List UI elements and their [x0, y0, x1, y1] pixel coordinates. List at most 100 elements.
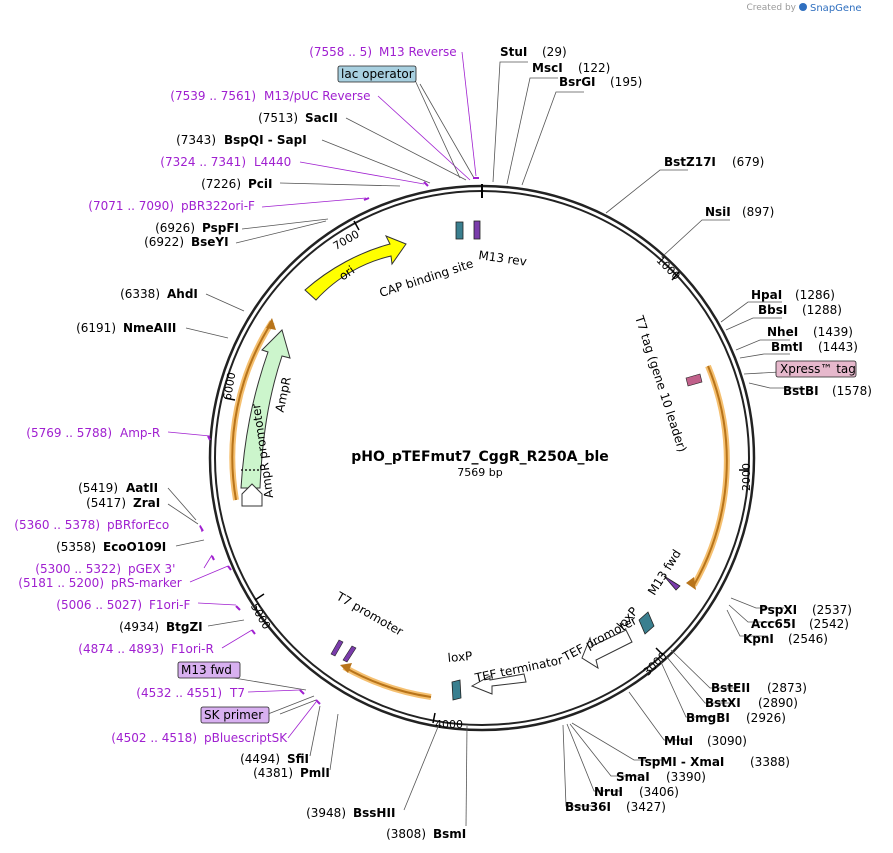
tef-terminator-arrow [470, 673, 527, 695]
right-pos-13: (2873) [767, 681, 807, 695]
right-pos-16: (3090) [707, 734, 747, 748]
right-name-7: NheI [767, 325, 798, 339]
right-name-18: SmaI [616, 770, 650, 784]
right-name-10: PspXI [759, 603, 797, 617]
right-name-5: HpaI [751, 288, 782, 302]
left-name-16: pGEX 3' [128, 562, 175, 576]
left-pos-1: (7539 .. 7561) [170, 89, 256, 103]
right-name-19: NruI [594, 785, 623, 799]
tick-label-3000: 3000 [641, 649, 670, 678]
right-name-17: TspMI - XmaI [638, 755, 724, 769]
left-name-17: pRS-marker [111, 576, 182, 590]
left-pos-5: (7226) [201, 177, 241, 191]
m13fwd-label: M13 fwd [645, 547, 684, 598]
left-pos-13: (5417) [86, 496, 126, 510]
primer-marks [199, 177, 479, 705]
right-pos-9: (1578) [832, 384, 872, 398]
right-pos-7: (1439) [813, 325, 853, 339]
m13-fwd-box-label: M13 fwd [181, 663, 232, 677]
right-pos-19: (3406) [639, 785, 679, 799]
left-pos-20: (4874 .. 4893) [78, 642, 164, 656]
left-name-3: BspQI - SapI [224, 133, 307, 147]
left-pos-14: (5360 .. 5378) [14, 518, 100, 532]
lower-arrowhead [340, 663, 352, 673]
left-pos-10: (6191) [76, 321, 116, 335]
m13-rev-mark [473, 220, 481, 240]
cap-binding-site-mark [455, 221, 464, 240]
t7tag-arc [693, 365, 728, 586]
left-name-23: SfiI [287, 752, 309, 766]
right-pos-10: (2537) [812, 603, 852, 617]
left-name-21: T7 [229, 686, 245, 700]
left-pos-6: (7071 .. 7090) [88, 199, 174, 213]
right-name-3: BstZ17I [664, 155, 716, 169]
loxp-label-lower: loxP [447, 649, 473, 665]
ampr-arc [231, 321, 273, 501]
loxp-mark-right [638, 611, 655, 635]
left-label-group: (7558 .. 5) M13 Reverse (7539 .. 7561) M… [14, 45, 466, 841]
ampr-promoter-arrow [241, 483, 263, 507]
right-name-9: BstBI [783, 384, 819, 398]
right-pos-2: (195) [610, 75, 642, 89]
left-name-12: AatII [126, 481, 158, 495]
right-pos-11: (2542) [809, 617, 849, 631]
t7tag-label: T7 tag (gene 10 leader) [632, 313, 690, 454]
left-pos-3: (7343) [176, 133, 216, 147]
left-pos-17: (5181 .. 5200) [18, 576, 104, 590]
left-pos-8: (6922) [144, 235, 184, 249]
loxp-mark-lower [451, 679, 462, 701]
left-pos-11: (5769 .. 5788) [26, 426, 112, 440]
lac-operator-label: lac operator [341, 67, 414, 81]
left-name-20: F1ori-R [171, 642, 214, 656]
right-leaders [492, 61, 800, 807]
left-pos-19: (4934) [119, 620, 159, 634]
right-pos-20: (3427) [626, 800, 666, 814]
t7-promoter-label: T7 promoter [333, 589, 405, 639]
lower-arc [343, 666, 432, 698]
tick-label-5000: 5000 [248, 601, 273, 632]
left-name-24: PmlI [300, 766, 330, 780]
left-name-25: BssHII [353, 806, 395, 820]
left-leaders [167, 51, 815, 827]
left-name-19: BtgZI [166, 620, 203, 634]
t7-promoter-mark-b [342, 645, 357, 663]
right-name-2: BsrGI [559, 75, 596, 89]
left-pos-12: (5419) [78, 481, 118, 495]
right-pos-18: (3390) [666, 770, 706, 784]
right-name-20: Bsu36I [565, 800, 611, 814]
snapgene-logo-icon [799, 3, 807, 11]
left-name-8: BseYI [191, 235, 229, 249]
lower-highlight [342, 664, 432, 700]
left-name-6: pBR322ori-F [181, 199, 255, 213]
right-name-14: BstXI [705, 696, 741, 710]
right-pos-6: (1288) [802, 303, 842, 317]
tick-label-6000: 6000 [221, 371, 239, 401]
t7-promoter-mark-a [330, 639, 344, 657]
right-pos-1: (122) [578, 61, 610, 75]
tick-marks [224, 220, 749, 724]
left-name-18: F1ori-F [149, 598, 190, 612]
right-pos-0: (29) [542, 45, 567, 59]
xpress-tag-mark [685, 373, 703, 387]
right-name-1: MscI [532, 61, 563, 75]
right-name-8: BmtI [771, 340, 803, 354]
t7tag-arrowhead [686, 577, 696, 590]
right-pos-17: (3388) [750, 755, 790, 769]
left-name-9: AhdI [167, 287, 198, 301]
left-name-10: NmeAIII [123, 321, 176, 335]
tick-label-7000: 7000 [331, 228, 362, 253]
left-name-5: PciI [248, 177, 273, 191]
left-name-4: L4440 [254, 155, 291, 169]
left-name-22: pBluescriptSK [204, 731, 288, 745]
left-pos-25: (3948) [306, 806, 346, 820]
right-name-11: Acc65I [751, 617, 796, 631]
left-pos-26: (3808) [386, 827, 426, 841]
left-name-14: pBRforEco [107, 518, 169, 532]
ampr-arrowhead [266, 318, 276, 330]
left-name-11: Amp-R [120, 426, 160, 440]
sk-primer-box [200, 706, 270, 724]
left-pos-2: (7513) [258, 111, 298, 125]
right-name-4: NsiI [705, 205, 731, 219]
right-label-group: StuI (29) MscI (122) BsrGI (195) BstZ17I… [500, 45, 872, 814]
left-pos-0: (7558 .. 5) [309, 45, 372, 59]
